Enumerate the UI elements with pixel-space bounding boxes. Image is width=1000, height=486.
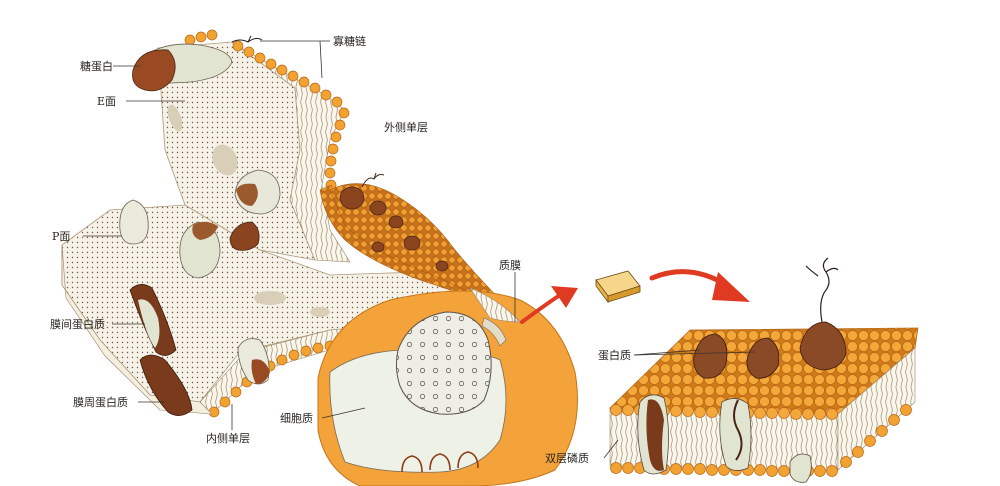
e-face-pore-2 <box>212 144 238 176</box>
golgi-stubs <box>401 451 479 473</box>
e-face-pore <box>167 104 183 132</box>
surface-glycan <box>361 172 385 188</box>
labels: 糖蛋白 寡糖链 E面 外侧单层 P面 质膜 膜间蛋白质 膜周蛋白质 内侧单层 细… <box>50 34 631 465</box>
leader-lines <box>83 40 756 459</box>
label-inner-leaflet: 内侧单层 <box>206 431 250 445</box>
label-integral-protein: 膜间蛋白质 <box>50 317 105 331</box>
p-face-protein-b-shade <box>192 221 218 240</box>
cell-cutaway <box>317 287 578 486</box>
brown-protein-small <box>229 221 260 251</box>
nucleus <box>395 311 492 415</box>
label-e-face: E面 <box>97 95 116 108</box>
red-curved-arrow-icon <box>649 269 750 302</box>
tm-protein-1-shade <box>646 399 664 471</box>
membrane-peel <box>469 287 521 323</box>
red-arrow-icon <box>520 286 578 324</box>
oligosaccharide-chain <box>231 35 263 43</box>
label-cytoplasm: 细胞质 <box>280 412 313 425</box>
label-p-face: P面 <box>52 230 70 243</box>
left-proteins <box>119 35 449 416</box>
top-protein-1 <box>693 333 728 379</box>
glycoprotein-body <box>132 49 176 92</box>
label-lipid-bilayer: 双层磷质 <box>545 452 589 465</box>
label-plasma-membrane: 质膜 <box>499 259 521 272</box>
bilayer-side <box>837 347 916 471</box>
slab-left-edge <box>61 244 213 415</box>
glycan-chain <box>805 257 839 323</box>
p-face-protein-a <box>119 199 149 245</box>
membrane-block-icon <box>595 270 641 304</box>
p-face-pore-2 <box>310 307 330 317</box>
tm-protein-2-coil <box>733 399 743 461</box>
label-protein: 蛋白质 <box>598 348 631 362</box>
peripheral-protein-shape <box>139 354 193 416</box>
top-protein-3 <box>799 321 847 371</box>
tm-protein-2 <box>719 398 752 471</box>
label-outer-leaflet: 外侧单层 <box>384 121 428 134</box>
e-face-protein-shadow <box>236 183 258 206</box>
inner-protein-shade <box>251 359 270 384</box>
p-face-pore <box>254 291 286 305</box>
nucleus-rim <box>481 317 507 347</box>
label-peripheral-protein: 膜周蛋白质 <box>73 395 128 409</box>
bottom-protein <box>789 453 812 483</box>
label-oligosaccharide: 寡糖链 <box>333 34 366 48</box>
bilayer-block <box>609 257 919 483</box>
top-protein-2 <box>746 337 780 379</box>
label-glycoprotein: 糖蛋白 <box>80 59 113 73</box>
outer-head-row <box>184 29 350 191</box>
integral-protein-pale <box>138 299 160 348</box>
outer-surface-proteins <box>339 186 449 272</box>
